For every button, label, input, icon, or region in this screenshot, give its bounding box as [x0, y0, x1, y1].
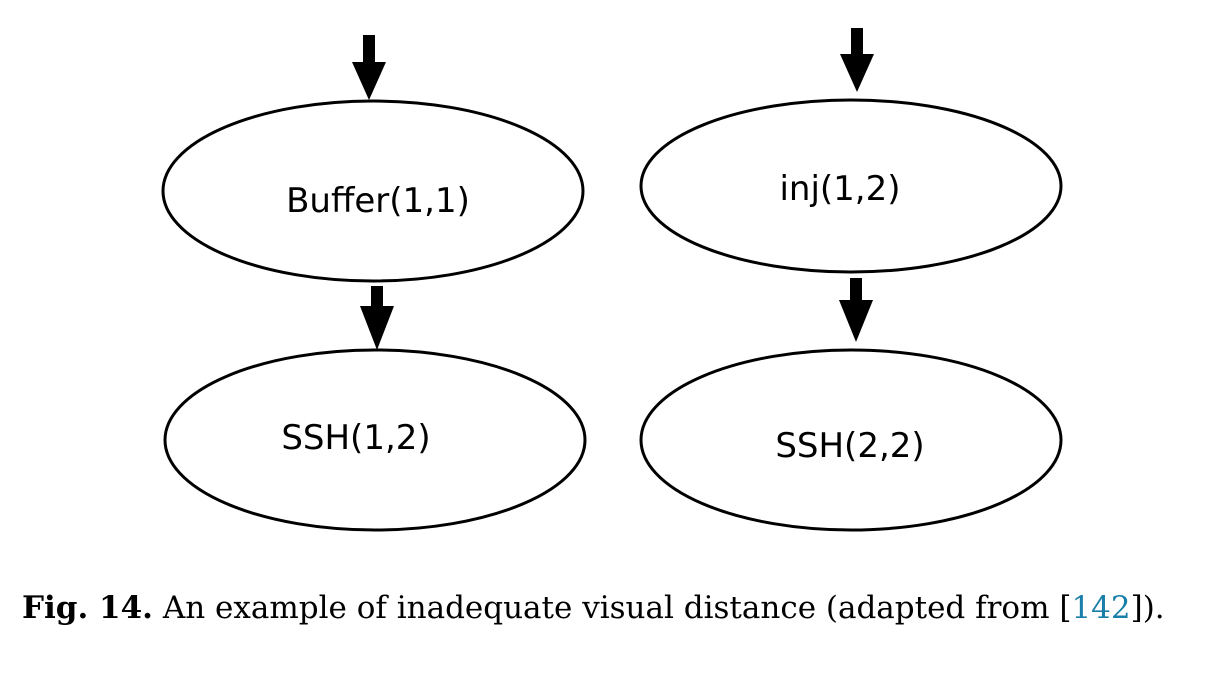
- figure-label: Fig. 14.: [22, 590, 153, 626]
- node-ssh-left: SSH(1,2): [163, 348, 587, 532]
- figure-caption: Fig. 14. An example of inadequate visual…: [22, 590, 1212, 626]
- node-inj-label: inj(1,2): [779, 169, 900, 209]
- node-ssh-right: SSH(2,2): [639, 348, 1063, 532]
- caption-text-after: ]).: [1130, 590, 1165, 626]
- arrow-into-inj: [840, 28, 874, 92]
- node-buffer: Buffer(1,1): [161, 99, 585, 283]
- node-ssh-right-label: SSH(2,2): [775, 426, 924, 466]
- node-buffer-label: Buffer(1,1): [286, 181, 470, 221]
- node-inj: inj(1,2): [639, 98, 1063, 274]
- arrow-into-buffer: [352, 35, 386, 100]
- arrow-inj-to-ssh-right: [839, 278, 873, 342]
- node-ssh-left-label: SSH(1,2): [281, 418, 430, 458]
- arrow-buffer-to-ssh-left: [360, 286, 394, 350]
- reference-link[interactable]: 142: [1071, 590, 1131, 626]
- caption-text-before: An example of inadequate visual distance…: [152, 590, 1072, 626]
- diagram-canvas: Buffer(1,1) inj(1,2) SSH(1,2) SSH(2,2): [161, 28, 1063, 532]
